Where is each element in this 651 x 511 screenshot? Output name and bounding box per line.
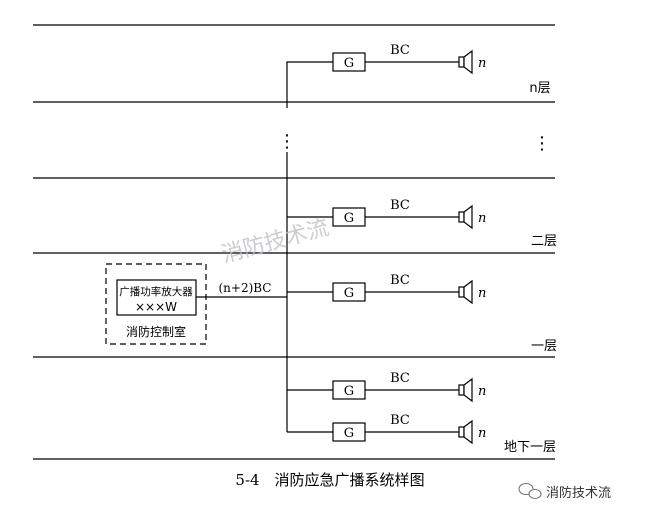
label-ellipsis: ⋮ (533, 133, 551, 154)
bc-cable-label: BC (390, 371, 410, 386)
floor-labels: n层 二层 一层 地下一层 (504, 81, 557, 455)
bc-cable-label: BC (390, 413, 410, 428)
g-box-label: G (344, 384, 354, 399)
bus-upper (286, 61, 333, 108)
speaker-count: n (478, 426, 486, 441)
g-box-label: G (344, 426, 354, 441)
g-box-label: G (344, 56, 354, 71)
g-box-label: G (344, 286, 354, 301)
g-box-label: G (344, 211, 354, 226)
speaker-count: n (478, 56, 486, 71)
trunk-cable-label: (n+2)BC (218, 281, 271, 295)
speaker-icon (458, 204, 473, 230)
speaker-icon (458, 279, 473, 305)
branch-row: G BC n (287, 198, 486, 230)
figure-caption: 5-4 消防应急广播系统样图 (235, 471, 424, 489)
bus-ellipsis: ⋮ (278, 131, 296, 152)
branch-row: G BC n (287, 413, 486, 445)
floor-lines (33, 24, 555, 460)
floor-label-1: 一层 (531, 339, 557, 354)
floor-label-b1: 地下一层 (504, 440, 556, 455)
chat-bubble-icon (518, 482, 542, 500)
speaker-icon (458, 377, 473, 403)
speaker-icon (458, 49, 473, 75)
bc-cable-label: BC (390, 273, 410, 288)
control-room: 广播功率放大器 ×××W 消防控制室 (n+2)BC (105, 263, 287, 345)
floor-label-2: 二层 (531, 234, 557, 249)
control-room-label: 消防控制室 (126, 324, 186, 339)
watermark: 消防技术流 (219, 215, 332, 268)
control-room-border (105, 263, 207, 345)
speaker-count: n (478, 211, 486, 226)
footer-logo: 消防技术流 (518, 482, 611, 501)
branch-row: G BC n (287, 371, 486, 403)
speaker-count: n (478, 286, 486, 301)
footer-logo-text: 消防技术流 (546, 485, 611, 501)
amplifier-label: 广播功率放大器 (119, 285, 193, 298)
speaker-icon (458, 419, 473, 445)
branch-row: G BC n (332, 43, 486, 75)
speaker-count: n (478, 384, 486, 399)
branch-row: G BC n (287, 273, 486, 305)
bc-cable-label: BC (390, 198, 410, 213)
floor-label-n: n层 (529, 81, 550, 96)
bc-cable-label: BC (390, 43, 410, 58)
amplifier-power: ×××W (135, 300, 177, 314)
